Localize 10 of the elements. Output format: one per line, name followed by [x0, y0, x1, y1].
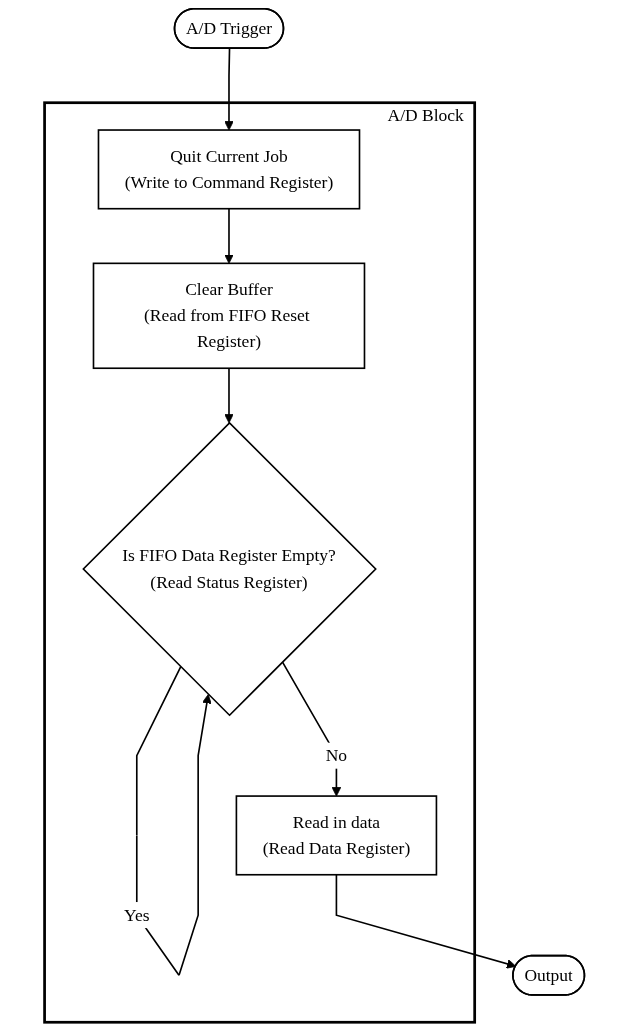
node-box: Read in data (Read Data Register)	[235, 795, 438, 876]
node-diamond: Is FIFO Data Register Empty? (Read Status Register)	[82, 421, 377, 717]
node-box: Quit Current Job (Write to Command Register)	[97, 129, 361, 210]
arrow	[335, 873, 517, 969]
arrow	[224, 47, 234, 131]
arrow	[224, 367, 234, 424]
edge-label: No	[325, 745, 348, 765]
node-box: Clear Buffer (Read from FIFO Reset Register)	[92, 262, 366, 370]
arrow	[224, 207, 234, 264]
edge-label: Yes	[124, 905, 150, 924]
